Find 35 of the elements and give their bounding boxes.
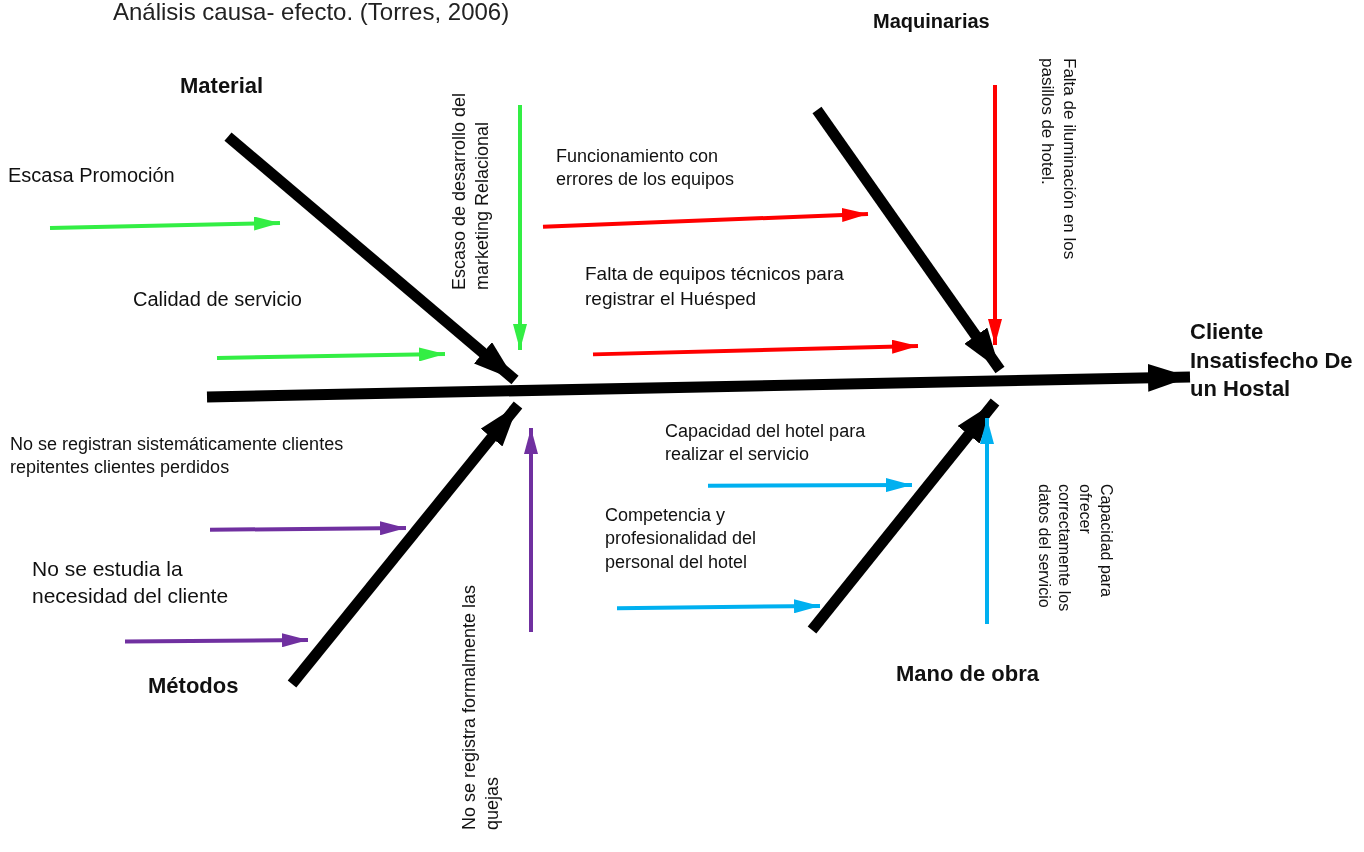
arrow: [988, 85, 1002, 345]
cause-label: Capacidad para ofrecer correctamente los datos del servicio: [987, 484, 1116, 624]
title: Análisis causa- efecto. (Torres, 2006): [113, 0, 510, 27]
arrow: [209, 521, 407, 536]
arrow: [49, 216, 281, 231]
arrow: [216, 347, 446, 362]
category-label: Material: [180, 72, 320, 137]
cause-label: Competencia y profesionalidad del personal del hotel: [605, 504, 783, 609]
bone-arrow: [224, 132, 519, 385]
bone-arrow: [807, 398, 1000, 634]
arrow: [513, 105, 527, 350]
cause-label: Escasa Promoción: [8, 162, 268, 228]
cause-label: No se estudia la necesidad del cliente: [32, 555, 272, 642]
arrow: [980, 418, 994, 624]
arrow: [125, 633, 309, 648]
bone-arrow: [812, 106, 1005, 374]
cause-label: No se registra formalmente las quejas: [458, 555, 531, 830]
cause-label: Falta de equipos técnicos para registrar el Huésped: [585, 262, 845, 355]
cause-label: Escaso de desarrollo del marketing Relacional: [448, 62, 520, 290]
category-label: Métodos: [148, 672, 292, 701]
arrow: [616, 599, 821, 614]
spine-arrow: [206, 363, 1191, 403]
cause-label: No se registran sistemáticamente clientes repitentes clientes perdidos: [10, 433, 366, 530]
arrow: [708, 478, 912, 493]
arrow: [542, 208, 869, 229]
category-label: Maquinarias: [817, 8, 991, 110]
cause-label: Capacidad del hotel para realizar el servicio: [665, 420, 875, 486]
category-label: Mano de obra: [812, 630, 1086, 689]
cause-label: Falta de iluminación en los pasillos de hotel.: [995, 58, 1080, 308]
arrow: [524, 428, 538, 632]
effect-label: Cliente Insatisfecho De un Hostal: [1190, 318, 1360, 404]
cause-label: Calidad de servicio: [133, 286, 333, 358]
cause-label: Funcionamiento con errores de los equipos: [543, 145, 776, 227]
arrow: [592, 339, 919, 357]
bone-arrow: [287, 401, 523, 688]
